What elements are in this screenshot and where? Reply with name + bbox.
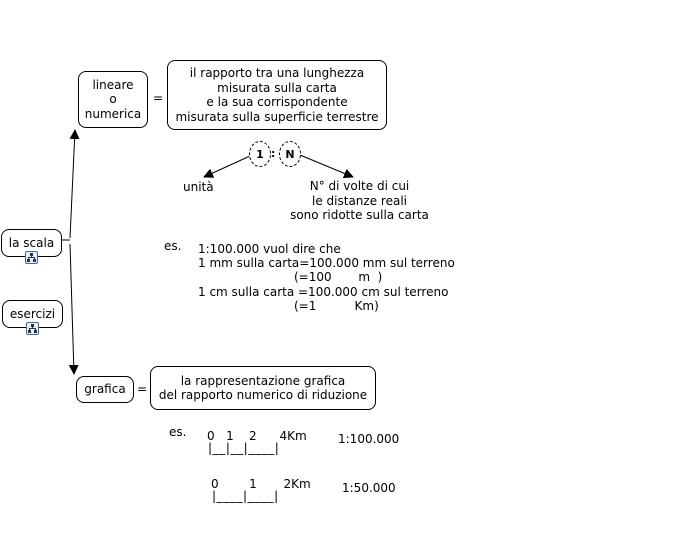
n-desc-line-2: le distanze reali: [312, 193, 407, 208]
node-grafica-label: grafica: [84, 382, 126, 397]
node-lineare-numerica[interactable]: lineare o numerica: [78, 71, 148, 128]
concept-map-link-icon[interactable]: [26, 322, 39, 335]
n-desc-line-3: sono ridotte sulla carta: [290, 208, 429, 222]
example-numeric-line-3: (=100 m ): [294, 270, 383, 284]
node-esercizi-label: esercizi: [9, 306, 56, 321]
concept-map-link-icon[interactable]: [25, 251, 38, 264]
ratio-unit-label: unità: [183, 180, 214, 194]
node-lineare-line-2: o: [109, 92, 117, 107]
scale-bar-2-ticks: 0 1 2Km: [211, 477, 311, 491]
def-grafica-line-1: la rappresentazione grafica: [180, 373, 346, 388]
n-desc-line-1: N° di volte di cui: [309, 179, 410, 193]
node-definizione-numerica[interactable]: il rapporto tra una lunghezza misurata s…: [167, 60, 387, 130]
example-numeric-line-4: 1 cm sulla carta =100.000 cm sul terreno: [198, 285, 449, 299]
def-numerica-line-4: misurata sulla superficie terrestre: [175, 109, 379, 124]
example-numeric-line-1: 1:100.000 vuol dire che: [198, 242, 341, 256]
scale-bar-1-ticks: 0 1 2 4Km: [207, 429, 307, 443]
node-la-scala-label: la scala: [8, 235, 55, 250]
def-numerica-line-3: e la sua corrispondente: [206, 95, 348, 109]
equals-sign-2: =: [137, 382, 148, 396]
node-grafica[interactable]: grafica: [76, 376, 134, 403]
ratio-n: N: [285, 147, 295, 161]
ratio-n-circle[interactable]: N: [279, 141, 301, 167]
ratio-one-circle[interactable]: 1: [249, 141, 271, 167]
ratio-one: 1: [256, 147, 264, 161]
example-numeric-es: es.: [164, 239, 182, 253]
def-grafica-line-2: del rapporto numerico di riduzione: [158, 388, 368, 402]
example-graphic-es: es.: [169, 425, 187, 439]
scale-bar-1-ratio: 1:100.000: [338, 432, 400, 446]
scale-bar-2-ratio: 1:50.000: [342, 481, 396, 495]
example-numeric-line-5: (=1 Km): [294, 299, 379, 313]
def-numerica-line-1: il rapporto tra una lunghezza: [189, 66, 365, 80]
ratio-separator: :: [271, 147, 276, 160]
def-numerica-line-2: misurata sulla carta: [217, 80, 337, 95]
ratio-n-description: N° di volte di cui le distanze reali son…: [282, 179, 437, 223]
example-numeric-line-2: 1 mm sulla carta=100.000 mm sul terreno: [198, 256, 455, 270]
equals-sign-1: =: [153, 91, 164, 105]
node-definizione-grafica[interactable]: la rappresentazione grafica del rapporto…: [150, 366, 376, 410]
scale-bar-1: |__|__|____|: [208, 441, 280, 455]
node-lineare-line-1: lineare: [92, 77, 134, 92]
node-lineare-line-3: numerica: [84, 106, 142, 121]
scale-bar-2: |____|____|: [212, 489, 279, 503]
